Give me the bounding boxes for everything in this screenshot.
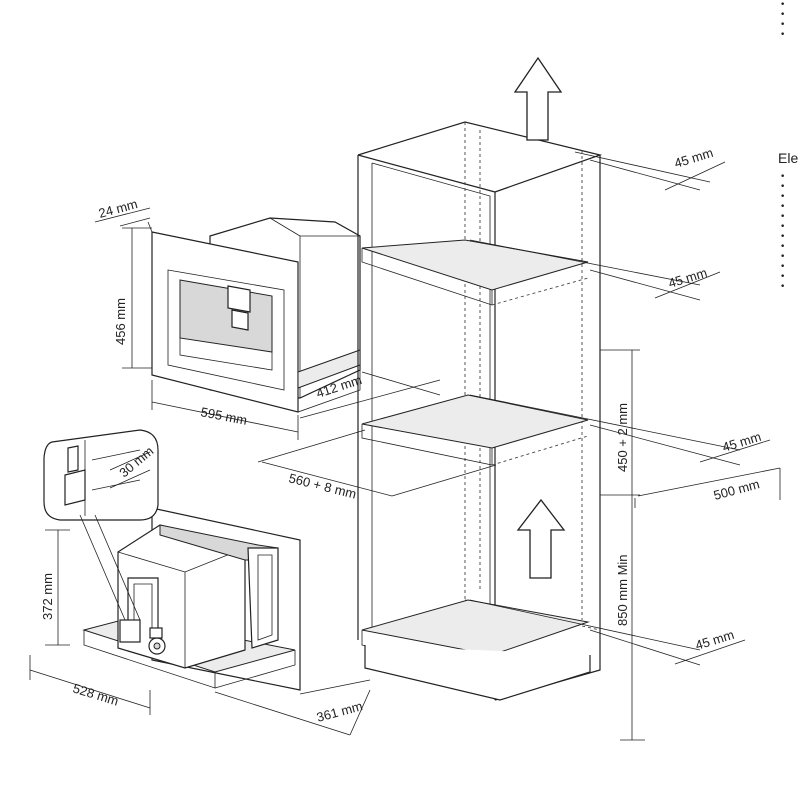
dim-vent-bottom-label: 45 mm bbox=[693, 627, 735, 653]
up-arrow-lower-icon bbox=[516, 498, 566, 579]
dim-vent-upper-shelf-label: 45 mm bbox=[666, 265, 708, 291]
dim-bottom-width: 528 mm bbox=[29, 655, 151, 715]
dim-top-depth-label: 24 mm bbox=[97, 196, 139, 221]
dim-vent-niche-label: 45 mm bbox=[720, 429, 762, 455]
up-arrow-icon bbox=[513, 56, 563, 141]
dim-bottom-width-label: 528 mm bbox=[71, 681, 120, 709]
connection-detail-bubble bbox=[43, 429, 159, 621]
dim-niche-height: 450 + 2 mm bbox=[600, 349, 640, 496]
bottom-appliance-drawing bbox=[82, 507, 301, 691]
dim-front-height-label: 456 mm bbox=[113, 298, 128, 345]
dim-vent-top-label: 45 mm bbox=[672, 145, 714, 171]
dim-front-height: 456 mm bbox=[113, 227, 152, 369]
top-appliance-drawing bbox=[151, 217, 361, 413]
side-heading-fragment: Ele bbox=[778, 150, 799, 166]
dim-floor-height: 850 mm Min bbox=[615, 495, 645, 741]
bullet-list-lower: •••••••••••• bbox=[780, 172, 786, 292]
dim-top-depth: 24 mm bbox=[94, 196, 153, 233]
dim-cabinet-depth: 500 mm bbox=[634, 467, 781, 508]
dim-bottom-height: 372 mm bbox=[40, 529, 70, 646]
dim-niche-width-label: 560 + 8 mm bbox=[287, 470, 358, 501]
dim-floor-height-label: 850 mm Min bbox=[615, 554, 630, 626]
dim-bottom-height-label: 372 mm bbox=[40, 573, 55, 620]
dim-vent-top: 45 mm bbox=[574, 145, 726, 191]
dim-front-width-label: 595 mm bbox=[199, 404, 248, 428]
dim-bottom-depth-label: 361 mm bbox=[315, 698, 364, 725]
tall-cabinet-drawing bbox=[357, 121, 603, 701]
bullet-list-top: •••• bbox=[780, 0, 786, 40]
dim-niche-height-label: 450 + 2 mm bbox=[615, 403, 630, 472]
